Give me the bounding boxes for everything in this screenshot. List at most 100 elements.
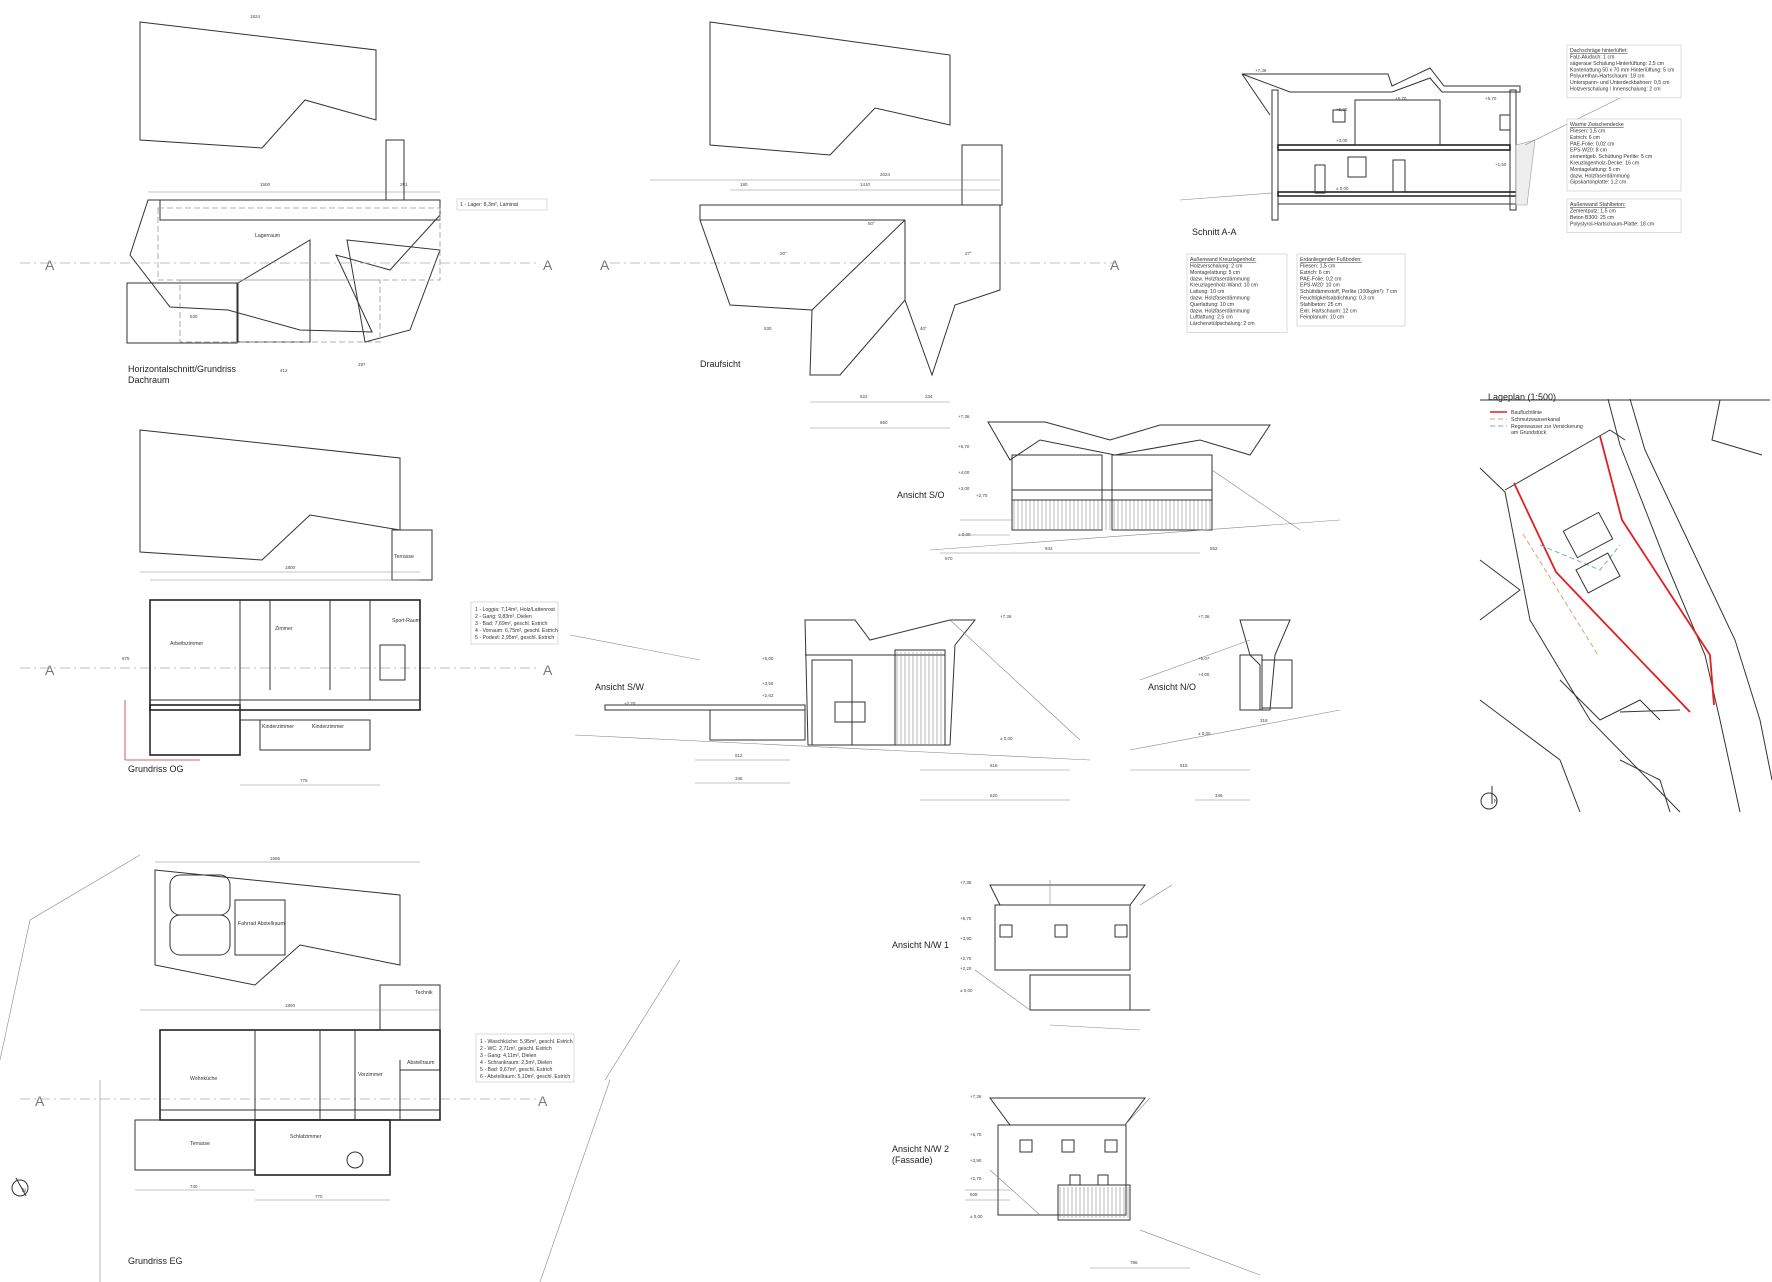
dim: 530 bbox=[764, 326, 772, 331]
material-line: Querlattung: 10 cm bbox=[1190, 302, 1234, 308]
legend-item: 3 - Gang: 4,11m², Dielen bbox=[480, 1053, 537, 1059]
dim: 816 bbox=[990, 763, 998, 768]
dim: 1656 bbox=[270, 856, 281, 861]
level: ± 0,00 bbox=[1198, 731, 1211, 736]
dim: 622 bbox=[860, 394, 868, 399]
material-line: PAE-Folie: 0,02 cm bbox=[1570, 141, 1614, 147]
material-line: Montagelattung: 5 cm bbox=[1570, 167, 1620, 173]
ansicht-nw1: +7,36 +5,70 +3,90 +2,70 +2,20 ± 0,00 Ans… bbox=[892, 880, 1173, 1031]
room-label: Zimmer bbox=[275, 626, 293, 632]
dim: 620 bbox=[990, 793, 998, 798]
material-line: sägeraue Schalung Hinterlüftung: 2,5 cm bbox=[1570, 61, 1664, 67]
level: +5,70 bbox=[1485, 96, 1497, 101]
material-line: Lattung: 10 cm bbox=[1190, 289, 1224, 295]
material-line: Zementputz: 1,5 cm bbox=[1570, 209, 1616, 215]
dim: 412 bbox=[280, 368, 288, 373]
dim: 1800 bbox=[285, 565, 296, 570]
legend-item: Schmutzwasserkanal bbox=[1511, 417, 1560, 423]
axis-label: A bbox=[35, 1093, 45, 1109]
material-line: Fliesen: 1,5 cm bbox=[1570, 129, 1605, 135]
dim: 234 bbox=[925, 394, 933, 399]
lageplan: Lageplan (1:500) Baufluchtlinie Schmutzw… bbox=[1479, 392, 1772, 813]
level: +4,00 bbox=[958, 470, 970, 475]
material-line: Estrich: 6 cm bbox=[1570, 135, 1600, 141]
dim: 816 bbox=[1180, 763, 1188, 768]
legend-item: 4 - Schrankraum: 2,5m², Dielen bbox=[480, 1060, 552, 1066]
section-a-a: +7,36 +5,70 +5,70 +5,00 +3,00 +1,50 ± 0,… bbox=[1179, 44, 1682, 333]
drawing-title: Ansicht S/W bbox=[595, 682, 645, 692]
dim: 281 bbox=[400, 182, 408, 187]
ansicht-no: +7,36 +5,07 +4,00 ± 0,00 816 346 318 Ans… bbox=[1129, 614, 1341, 801]
dim: 297 bbox=[358, 362, 366, 367]
material-box bbox=[1296, 253, 1406, 327]
dim: 1500 bbox=[260, 182, 271, 187]
dim: 570 bbox=[945, 556, 953, 561]
material-line: Feinplanum: 10 cm bbox=[1300, 315, 1344, 321]
level: +7,36 bbox=[1198, 614, 1210, 619]
room-label: Terrasse bbox=[394, 554, 414, 560]
material-line: Fliesen: 1,5 cm bbox=[1300, 264, 1335, 270]
material-line: Unterspann- und Unterdeckbahnen: 0,5 cm bbox=[1570, 80, 1670, 86]
drawing-title: Lageplan (1:500) bbox=[1488, 392, 1556, 402]
legend-item: Baufluchtlinie bbox=[1511, 410, 1542, 416]
level: +5,70 bbox=[958, 444, 970, 449]
room-label: Vorzimmer bbox=[358, 1072, 383, 1078]
material-line: zementgeb. Schüttung Perlite: 5 cm bbox=[1570, 154, 1652, 160]
room-label: Abstellraum bbox=[407, 1060, 434, 1066]
level: +7,36 bbox=[1255, 68, 1267, 73]
level: ± 0,00 bbox=[1336, 186, 1349, 191]
dim: 346 bbox=[1215, 793, 1223, 798]
dim: 942 bbox=[1045, 546, 1053, 551]
dim: 552 bbox=[1210, 546, 1218, 551]
dim: 786 bbox=[1130, 1260, 1138, 1265]
material-box bbox=[1566, 118, 1682, 192]
grundriss-eg: 1800 740 770 1656 Fahrrad Abstellraum Wo… bbox=[0, 854, 681, 1282]
material-line: dazw. Holzfaserdämmung bbox=[1190, 308, 1250, 314]
room-label: Technik bbox=[415, 990, 433, 996]
material-line: Schüttdämmstoff, Perlite (100kg/m³): 7 c… bbox=[1300, 289, 1397, 295]
dim: 1800 bbox=[285, 1003, 296, 1008]
dim: 675 bbox=[122, 656, 130, 661]
legend-item: 1 - Lager: 8,3m², Laminat bbox=[460, 202, 519, 208]
legend-item: am Grundstück bbox=[1511, 430, 1547, 436]
north-label: N bbox=[1494, 799, 1498, 805]
material-line: PAE-Folie: 0,2 cm bbox=[1300, 276, 1341, 282]
material-line: Beton B300: 25 cm bbox=[1570, 215, 1614, 221]
drawing-title: Ansicht N/W 2 bbox=[892, 1144, 949, 1154]
slope: 50° bbox=[868, 221, 875, 226]
material-heading: Dachschräge hinterlüftet: bbox=[1570, 48, 1628, 54]
level: +7,36 bbox=[960, 880, 972, 885]
axis-label: A bbox=[543, 257, 553, 273]
level: +2,70 bbox=[970, 1176, 982, 1181]
ansicht-sw: +7,36 +5,00 +3,50 +2,62 +2,20 ± 0,00 512… bbox=[569, 614, 1091, 801]
north-arrow-icon: N bbox=[11, 1177, 29, 1197]
dim: 770 bbox=[315, 1194, 323, 1199]
level: +5,70 bbox=[960, 916, 972, 921]
level: +7,36 bbox=[958, 414, 970, 419]
legend-item: 5 - Bad: 9,67m², geschl. Estrich bbox=[480, 1067, 552, 1073]
material-line: Falz-Aludach: 1 cm bbox=[1570, 55, 1614, 61]
material-line: dazw. Holzfaserdämmung bbox=[1570, 173, 1630, 179]
dim: 860 bbox=[880, 420, 888, 425]
legend-item: 6 - Abstellraum: 5,10m², geschl. Estrich bbox=[480, 1074, 570, 1080]
legend-item: 2 - WC: 2,71m², geschl. Estrich bbox=[480, 1046, 552, 1052]
drawing-title: Draufsicht bbox=[700, 359, 741, 369]
axis-label: A bbox=[543, 662, 553, 678]
level: +3,00 bbox=[1336, 138, 1348, 143]
room-label: Schlafzimmer bbox=[290, 1134, 322, 1140]
level: +4,00 bbox=[1198, 672, 1210, 677]
material-box bbox=[1566, 44, 1682, 99]
dim: 2024 bbox=[880, 172, 891, 177]
level: +3,50 bbox=[762, 681, 774, 686]
drawing-title: Grundriss EG bbox=[128, 1256, 183, 1266]
material-line: Montagelattung: 5 cm bbox=[1190, 270, 1240, 276]
material-heading: Außenwand Stahlbeton: bbox=[1570, 202, 1625, 208]
dim: 1410 bbox=[860, 182, 871, 187]
section-axis-top: A A A A A A A A bbox=[20, 257, 1120, 1109]
ansicht-so: +7,36 +5,70 +4,00 +3,00 +2,70 ± 0,00 942… bbox=[897, 414, 1341, 561]
room-label: Sport-Raum bbox=[392, 618, 420, 624]
north-label: N bbox=[22, 1188, 26, 1194]
eg-legend: 1 - Waschküche: 5,95m², geschl. Estrich2… bbox=[480, 1039, 573, 1080]
level: +1,50 bbox=[1495, 162, 1507, 167]
